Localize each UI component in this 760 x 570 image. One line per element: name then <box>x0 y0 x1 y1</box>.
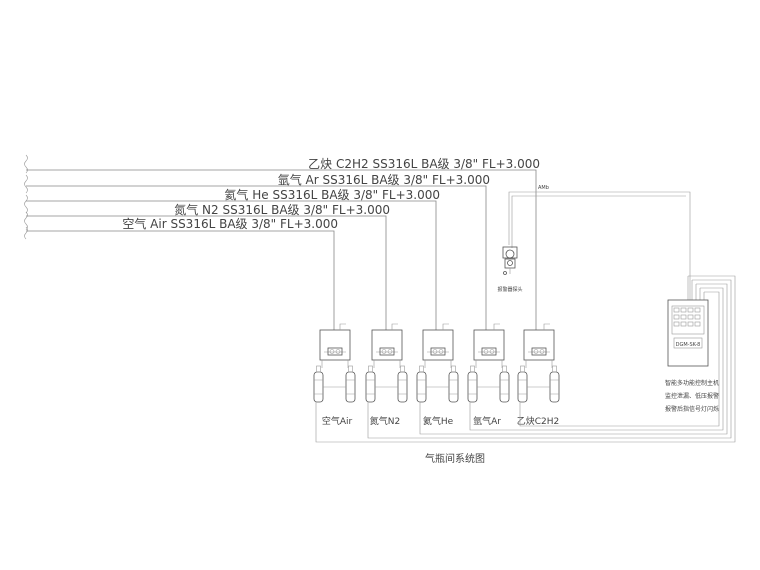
alarm-line-label: AMb <box>538 185 549 191</box>
manifold-valve-icon <box>531 347 547 356</box>
pipe-break-marks <box>24 154 28 240</box>
gas-cylinder-icon <box>365 365 376 403</box>
pipe-air <box>26 230 335 330</box>
alarm-circuit: AMb 报警器探头 <box>497 185 691 300</box>
gas-cylinder-icon <box>499 365 510 403</box>
cylinder-station-air <box>313 323 356 403</box>
pipe-ar <box>26 185 487 330</box>
gas-cylinder-icon <box>345 365 356 403</box>
station-label-he: 氦气He <box>423 415 454 427</box>
controller-note-1: 智能多功能控制主机 <box>665 379 719 387</box>
controller-indicator-grid <box>673 307 701 327</box>
station-labels: 空气Air 氮气N2 氦气He 氩气Ar 乙炔C2H2 <box>322 415 559 427</box>
controller-note-3: 报警后指信号灯闪烁 <box>665 405 719 413</box>
controller-note-2: 监控泄漏、低压报警 <box>665 392 719 400</box>
gas-cylinder-icon <box>416 365 427 403</box>
station-label-air: 空气Air <box>322 415 353 427</box>
pipe-labels: 乙炔 C2H2 SS316L BA级 3/8" FL+3.000 氩气 Ar S… <box>122 157 540 231</box>
controller-panel: DGM-SK-8 智能多功能控制主机 监控泄漏、低压报警 报警后指信号灯闪烁 <box>665 299 719 413</box>
manifold-valve-icon <box>481 347 497 356</box>
station-label-n2: 氮气N2 <box>370 415 400 427</box>
cylinder-station-ar <box>467 323 510 403</box>
gas-cylinder-icon <box>397 365 408 403</box>
cylinder-stations <box>313 323 560 403</box>
diagram-title: 气瓶间系统图 <box>425 452 485 465</box>
manifold-valve-icon <box>327 347 343 356</box>
gas-cylinder-icon <box>313 365 324 403</box>
manifold-valve-icon <box>430 347 446 356</box>
pipe-label-ar: 氩气 Ar SS316L BA级 3/8" FL+3.000 <box>278 172 490 187</box>
station-label-c2h2: 乙炔C2H2 <box>517 415 560 427</box>
pipe-label-he: 氦气 He SS316L BA级 3/8" FL+3.000 <box>224 187 440 202</box>
gas-cylinder-icon <box>549 365 560 403</box>
alarm-detector <box>502 246 518 275</box>
gas-cylinder-icon <box>517 365 528 403</box>
cylinder-station-he <box>416 323 459 403</box>
controller-model: DGM-SK-8 <box>676 342 701 348</box>
pipe-he <box>26 200 437 330</box>
manifold-valve-icon <box>379 347 395 356</box>
cylinder-station-n2 <box>365 323 408 403</box>
pipe-label-n2: 氮气 N2 SS316L BA级 3/8" FL+3.000 <box>174 202 390 217</box>
station-label-ar: 氩气Ar <box>473 415 501 427</box>
gas-cylinder-icon <box>467 365 478 403</box>
controller-bus-lines <box>315 275 736 443</box>
pipe-c2h2 <box>26 169 537 330</box>
pipe-n2 <box>26 215 387 330</box>
gas-cylinder-icon <box>448 365 459 403</box>
pipe-label-air: 空气 Air SS316L BA级 3/8" FL+3.000 <box>122 216 338 231</box>
pipe-label-c2h2: 乙炔 C2H2 SS316L BA级 3/8" FL+3.000 <box>308 157 540 171</box>
cylinder-station-c2h2 <box>517 323 560 403</box>
alarm-head-label: 报警器探头 <box>497 286 522 293</box>
pipe-lines <box>26 169 537 330</box>
